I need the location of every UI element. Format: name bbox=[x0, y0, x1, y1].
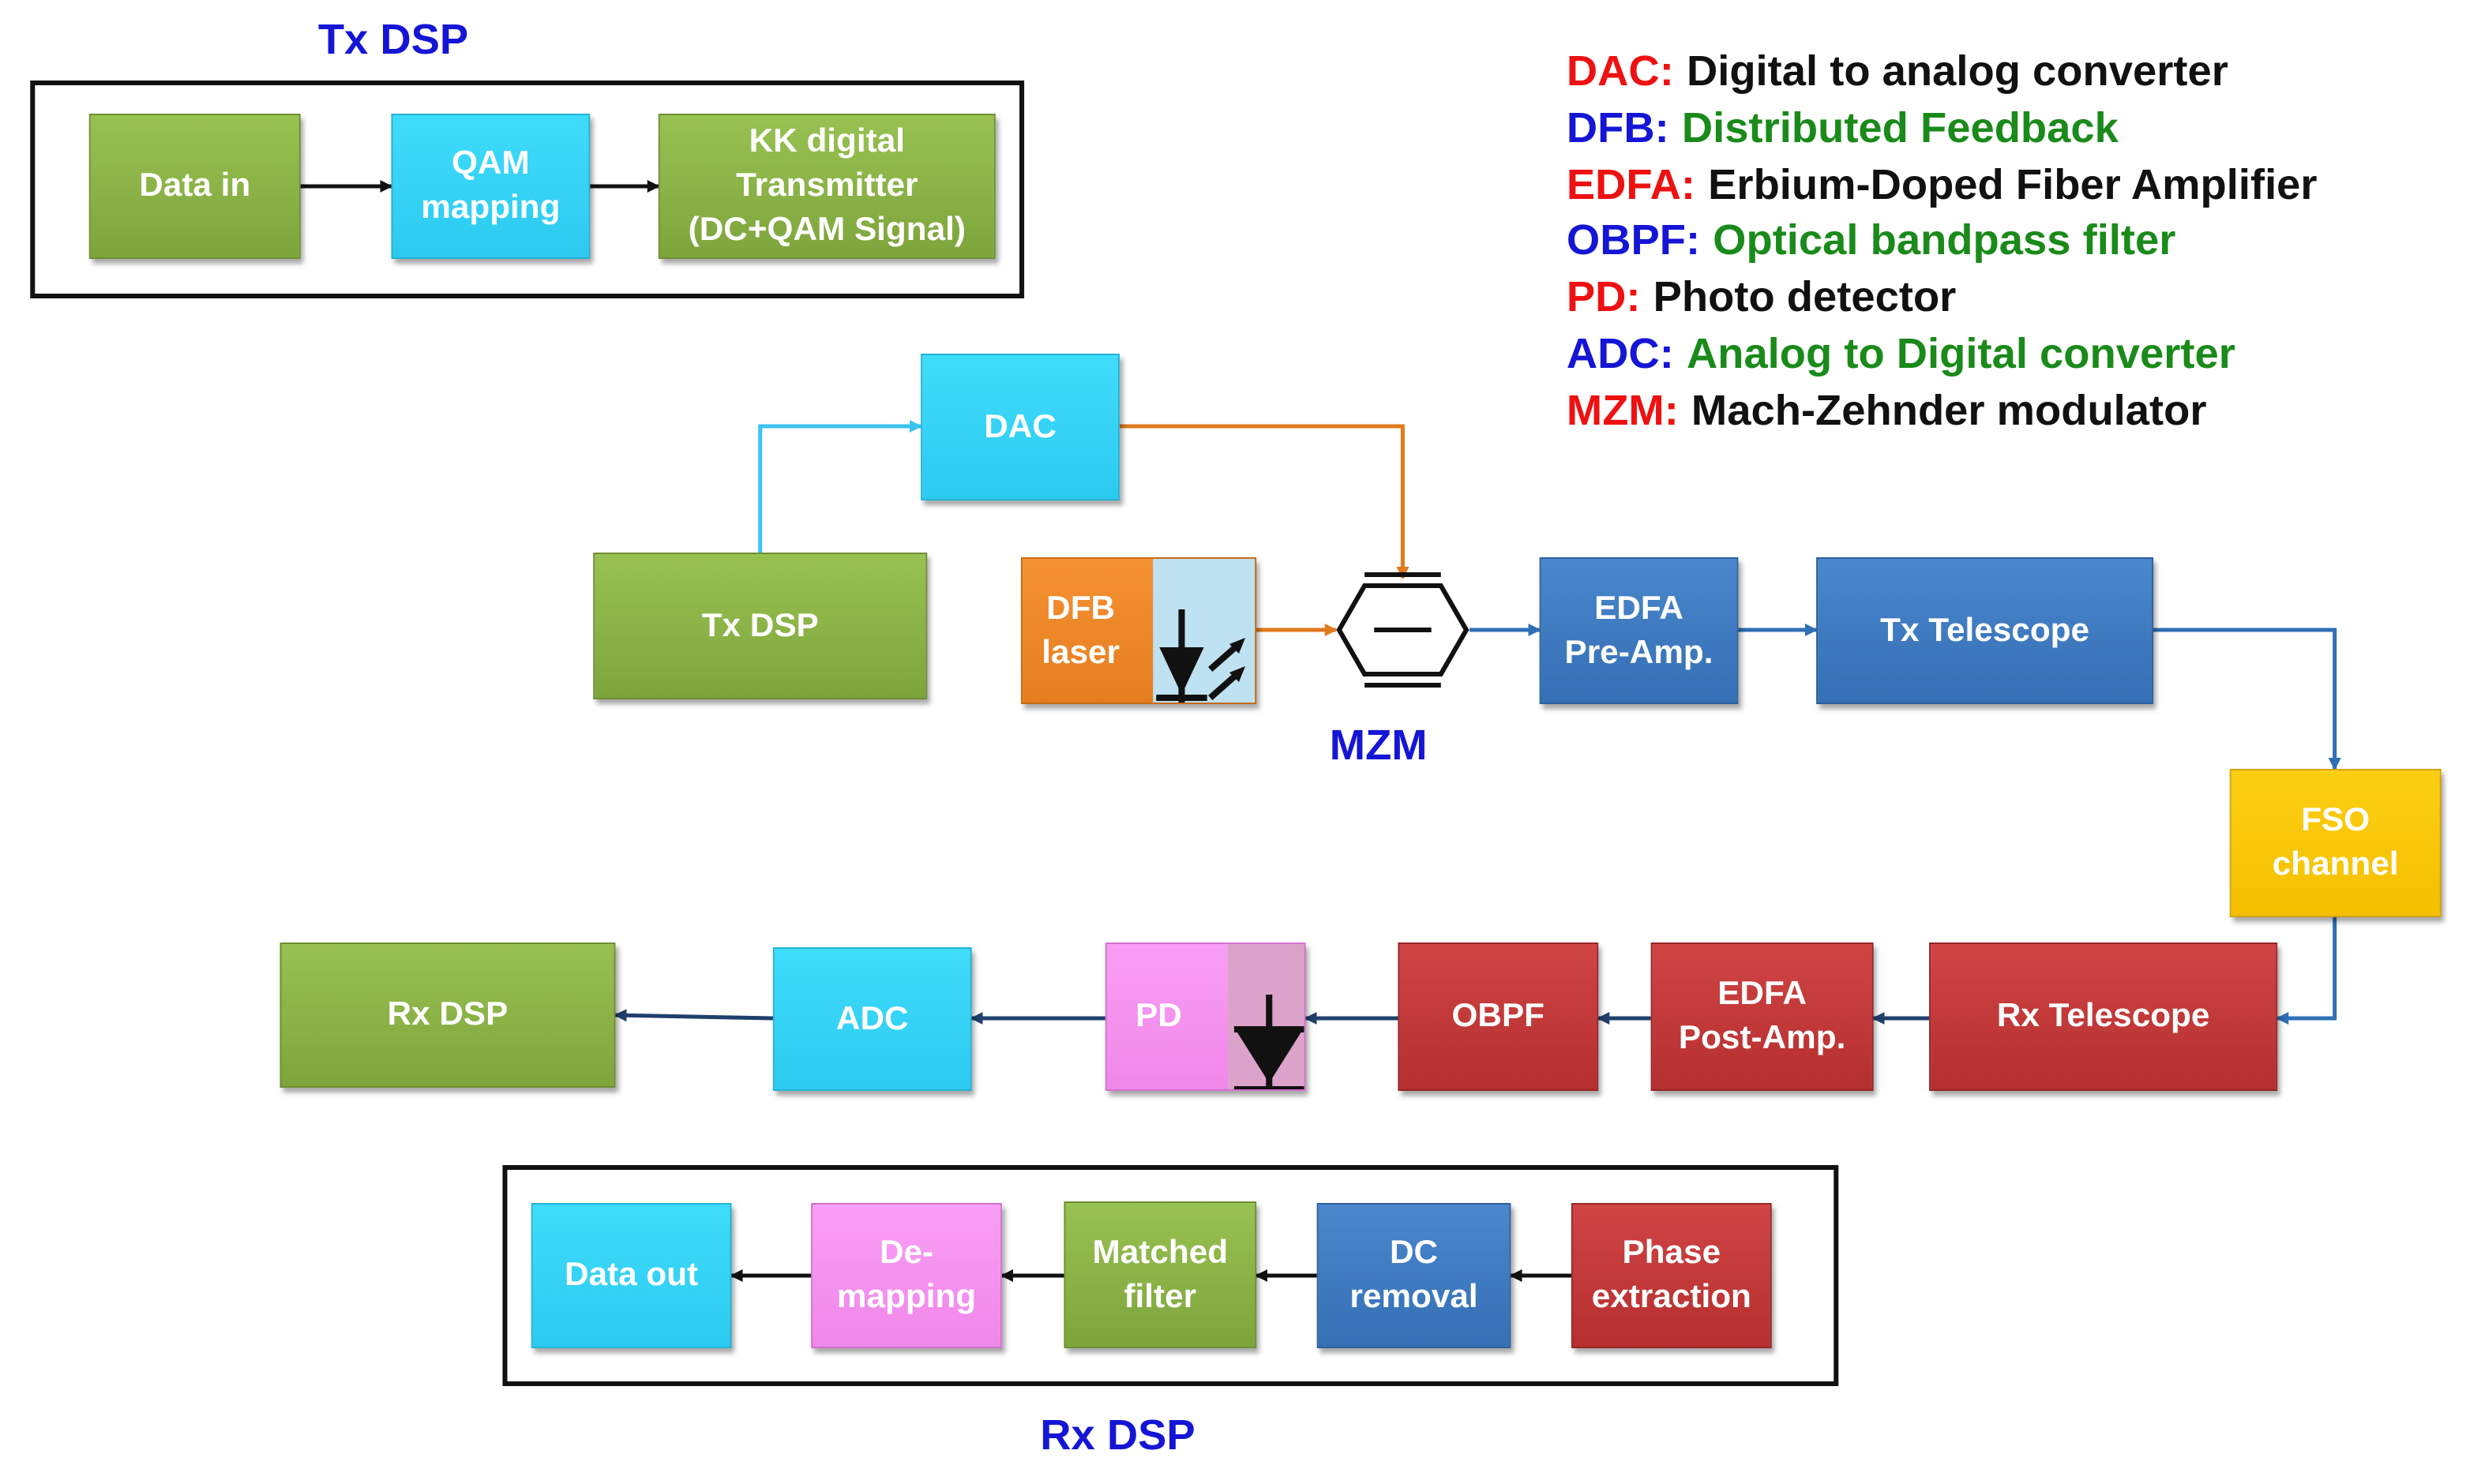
legend-abbr: DFB: bbox=[1566, 103, 1669, 152]
mzm-icon bbox=[1336, 572, 1469, 688]
block-rx-telescope: Rx Telescope bbox=[1929, 942, 2278, 1091]
legend-row: OBPF:Optical bandpass filter bbox=[1567, 214, 2318, 271]
block-pd: PD bbox=[1105, 942, 1306, 1091]
legend-desc: Mach-Zehnder modulator bbox=[1691, 386, 2207, 434]
legend-row: ADC:Analog to Digital converter bbox=[1567, 327, 2318, 384]
photodiode-panel bbox=[1227, 944, 1304, 1089]
wire-txdsp-to-dac bbox=[758, 420, 923, 553]
wire-fso-to-rxtelescope bbox=[2276, 917, 2337, 1025]
legend-desc: Erbium-Doped Fiber Amplifier bbox=[1708, 160, 2318, 208]
block-edfa-pre-amp: EDFA Pre-Amp. bbox=[1539, 557, 1739, 704]
block-dac: DAC bbox=[921, 354, 1120, 500]
rx-dsp-title: Rx DSP bbox=[1040, 1411, 1195, 1459]
legend-desc: Optical bandpass filter bbox=[1713, 216, 2176, 264]
tx-block-kk-transmitter: KK digital Transmitter (DC+QAM Signal) bbox=[658, 114, 996, 259]
pd-label: PD bbox=[1135, 998, 1182, 1035]
wire-txtelescope-to-fso bbox=[2153, 628, 2341, 770]
legend-desc: Photo detector bbox=[1653, 273, 1957, 321]
legend-row: EDFA:Erbium-Doped Fiber Amplifier bbox=[1567, 157, 2318, 214]
legend-row: MZM:Mach-Zehnder modulator bbox=[1567, 384, 2318, 440]
legend: DAC:Digital to analog converter DFB:Dist… bbox=[1567, 44, 2318, 440]
laser-diode-icon bbox=[1156, 609, 1246, 703]
dfb-laser-label: DFB laser bbox=[1042, 590, 1120, 670]
wire-adc-to-rxdsp bbox=[614, 1009, 773, 1022]
legend-row: DFB:Distributed Feedback bbox=[1567, 101, 2318, 158]
legend-row: PD:Photo detector bbox=[1567, 270, 2318, 327]
legend-row: DAC:Digital to analog converter bbox=[1567, 44, 2318, 101]
tx-block-data-in: Data in bbox=[88, 114, 301, 259]
legend-abbr: EDFA: bbox=[1566, 160, 1696, 208]
block-obpf: OBPF bbox=[1398, 942, 1599, 1091]
mzm-label: MZM bbox=[1329, 721, 1428, 769]
block-adc: ADC bbox=[772, 947, 972, 1091]
rx-dsp-frame bbox=[502, 1165, 1839, 1386]
wire-dac-to-mzm bbox=[1119, 424, 1409, 579]
rx-block-dc-removal: DC removal bbox=[1316, 1203, 1511, 1348]
tx-block-qam-mapping: QAM mapping bbox=[391, 114, 591, 259]
legend-abbr: OBPF: bbox=[1566, 216, 1701, 264]
block-tx-telescope: Tx Telescope bbox=[1816, 557, 2154, 704]
legend-desc: Analog to Digital converter bbox=[1686, 329, 2235, 377]
block-tx-dsp: Tx DSP bbox=[593, 553, 928, 699]
tx-dsp-frame bbox=[30, 81, 1025, 298]
block-edfa-post-amp: EDFA Post-Amp. bbox=[1650, 942, 1874, 1091]
legend-abbr: ADC: bbox=[1566, 329, 1674, 377]
rx-block-phase-extraction: Phase extraction bbox=[1571, 1203, 1772, 1348]
legend-abbr: MZM: bbox=[1566, 386, 1679, 434]
block-fso-channel: FSO channel bbox=[2229, 769, 2442, 917]
block-rx-dsp: Rx DSP bbox=[280, 942, 616, 1088]
photodiode-icon bbox=[1233, 994, 1304, 1089]
rx-block-matched-filter: Matched filter bbox=[1064, 1201, 1257, 1348]
legend-abbr: PD: bbox=[1566, 273, 1641, 321]
legend-desc: Digital to analog converter bbox=[1686, 47, 2228, 95]
laser-diode-panel bbox=[1153, 559, 1256, 703]
block-dfb-laser: DFB laser bbox=[1021, 557, 1257, 704]
legend-desc: Distributed Feedback bbox=[1681, 103, 2119, 152]
rx-block-de-mapping: De- mapping bbox=[811, 1203, 1002, 1348]
tx-dsp-title: Tx DSP bbox=[317, 16, 469, 63]
legend-abbr: DAC: bbox=[1566, 47, 1674, 95]
rx-block-data-out: Data out bbox=[531, 1203, 732, 1348]
